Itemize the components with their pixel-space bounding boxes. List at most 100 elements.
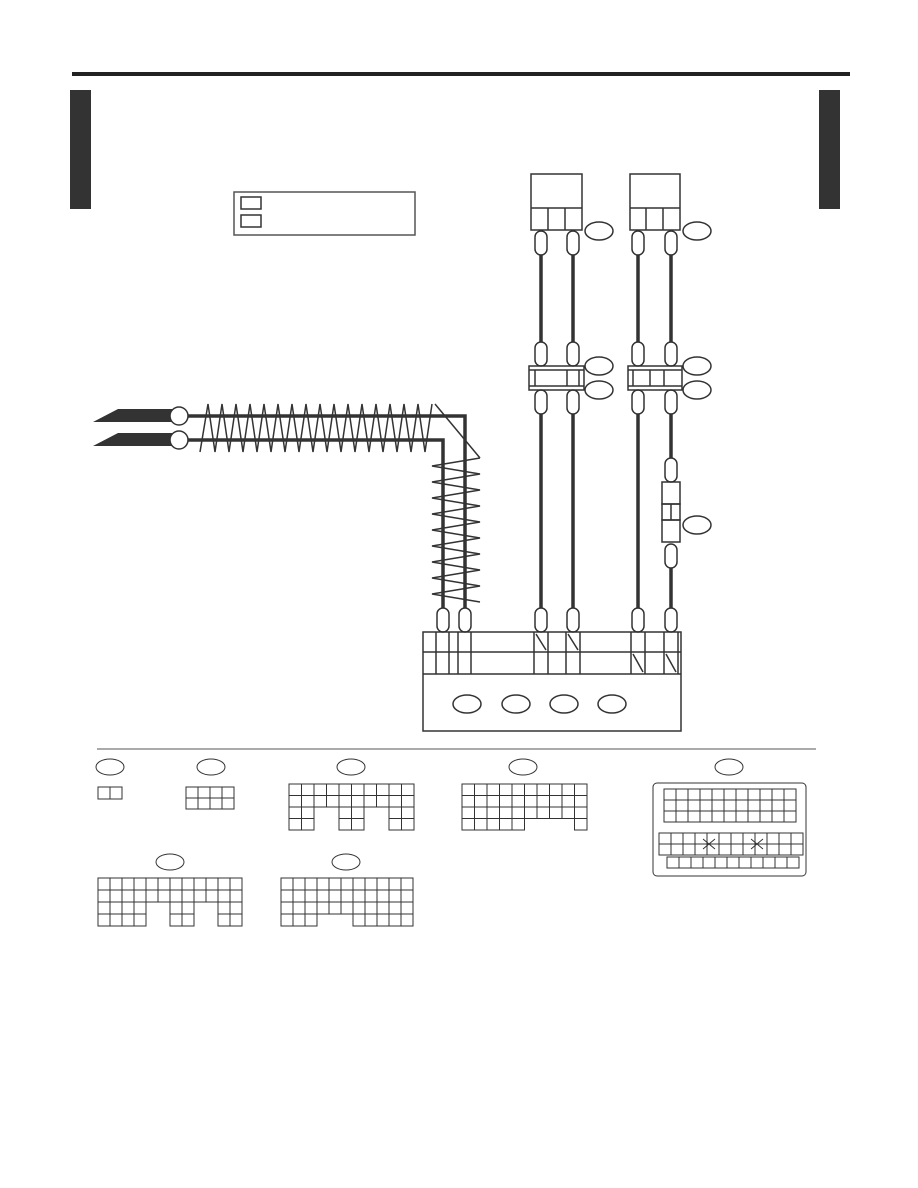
connector-cavity xyxy=(121,901,135,915)
connector-cavity xyxy=(217,901,231,915)
connector-cavity xyxy=(292,913,306,927)
connector-cavity xyxy=(97,913,111,927)
connector-cavity xyxy=(759,810,773,823)
connector-cavity xyxy=(352,889,366,903)
connector-cavity xyxy=(574,818,588,831)
connector-cavity xyxy=(690,856,704,869)
connector-cavity xyxy=(718,843,732,856)
connector-cavity xyxy=(288,818,302,831)
connector-cavity xyxy=(301,795,315,808)
sensor-left-circle xyxy=(584,221,614,241)
connector-cavity xyxy=(663,810,677,823)
connector-cavity xyxy=(292,889,306,903)
shield-corner xyxy=(434,403,481,459)
connector-cavity xyxy=(169,901,183,915)
connector-cavity xyxy=(209,797,223,810)
connector-cavity xyxy=(723,810,737,823)
connector-cavity xyxy=(304,877,318,891)
connector-cavity xyxy=(771,788,785,801)
connector-cavity xyxy=(364,877,378,891)
connector-cavity xyxy=(304,889,318,903)
connector-cavity xyxy=(706,843,720,856)
connector-cavity xyxy=(352,913,366,927)
connector-cavity xyxy=(461,806,475,819)
connector-cavity xyxy=(461,783,475,796)
connector-cavity xyxy=(401,795,415,808)
connector-cavity xyxy=(193,889,207,903)
connector-cavity xyxy=(388,795,402,808)
connector-cavity xyxy=(574,795,588,808)
connector-cavity xyxy=(364,889,378,903)
connector-cavity xyxy=(376,913,390,927)
connector-cavity xyxy=(474,795,488,808)
connector-cavity xyxy=(706,832,720,845)
connector-cavity xyxy=(747,788,761,801)
inline-joint-connector xyxy=(661,481,681,543)
connector-cavity xyxy=(193,877,207,891)
connector-cavity xyxy=(109,889,123,903)
connector-cavity xyxy=(313,783,327,796)
twisted-pair-lower-circle xyxy=(169,430,189,450)
connector-cavity xyxy=(401,806,415,819)
connector-cavity xyxy=(663,788,677,801)
connector-cavity xyxy=(549,806,563,819)
connector-cavity xyxy=(750,856,764,869)
connector-cavity xyxy=(288,806,302,819)
connector-view-label-circle xyxy=(336,758,366,776)
legend-box xyxy=(233,191,416,236)
connector-cavity xyxy=(209,786,223,799)
connector-cavity xyxy=(524,806,538,819)
connector-cavity xyxy=(742,832,756,845)
legend-swatch xyxy=(240,196,262,210)
connector-cavity xyxy=(328,901,342,915)
connector-cavity xyxy=(786,856,800,869)
connector-cavity xyxy=(197,786,211,799)
connector-cavity xyxy=(121,889,135,903)
connector-cavity xyxy=(338,783,352,796)
connector-cavity xyxy=(670,843,684,856)
connector-cavity xyxy=(699,799,713,812)
connector-cavity xyxy=(401,818,415,831)
connector-cavity xyxy=(682,832,696,845)
connector-cavity xyxy=(400,877,414,891)
connector-cavity xyxy=(326,783,340,796)
connector-cavity xyxy=(486,795,500,808)
connector-cavity xyxy=(338,806,352,819)
twisted-pair-shield-vertical xyxy=(431,457,481,603)
connector-cavity xyxy=(97,889,111,903)
connector-cavity xyxy=(783,788,797,801)
sensor-right-circle xyxy=(682,221,712,241)
connector-cavity xyxy=(376,795,390,808)
connector-cavity xyxy=(221,786,235,799)
connector-cavity xyxy=(675,810,689,823)
connector-cavity xyxy=(499,806,513,819)
connector-cavity xyxy=(735,799,749,812)
connector-cavity xyxy=(388,806,402,819)
connector-cavity xyxy=(363,795,377,808)
connector-view-label-circle xyxy=(714,758,744,776)
connector-cavity xyxy=(376,783,390,796)
connector-cavity xyxy=(229,913,243,927)
relay-connector-left xyxy=(528,365,585,391)
connector-cavity xyxy=(301,806,315,819)
connector-cavity xyxy=(328,889,342,903)
connector-cavity xyxy=(97,901,111,915)
connector-cavity xyxy=(313,795,327,808)
connector-cavity xyxy=(363,783,377,796)
connector-cavity xyxy=(694,832,708,845)
connector-cavity xyxy=(474,818,488,831)
connector-cavity xyxy=(301,783,315,796)
connector-cavity xyxy=(133,901,147,915)
connector-cavity xyxy=(699,788,713,801)
connector-cavity xyxy=(352,901,366,915)
connector-cavity xyxy=(682,843,696,856)
connector-cavity xyxy=(181,877,195,891)
connector-cavity xyxy=(280,901,294,915)
connector-cavity xyxy=(766,832,780,845)
ecm-terminal-circle xyxy=(452,694,482,714)
connector-cavity xyxy=(229,877,243,891)
connector-cavity xyxy=(351,806,365,819)
connector-cavity xyxy=(400,901,414,915)
right-tab xyxy=(819,90,840,209)
ecm-terminal-circle xyxy=(597,694,627,714)
